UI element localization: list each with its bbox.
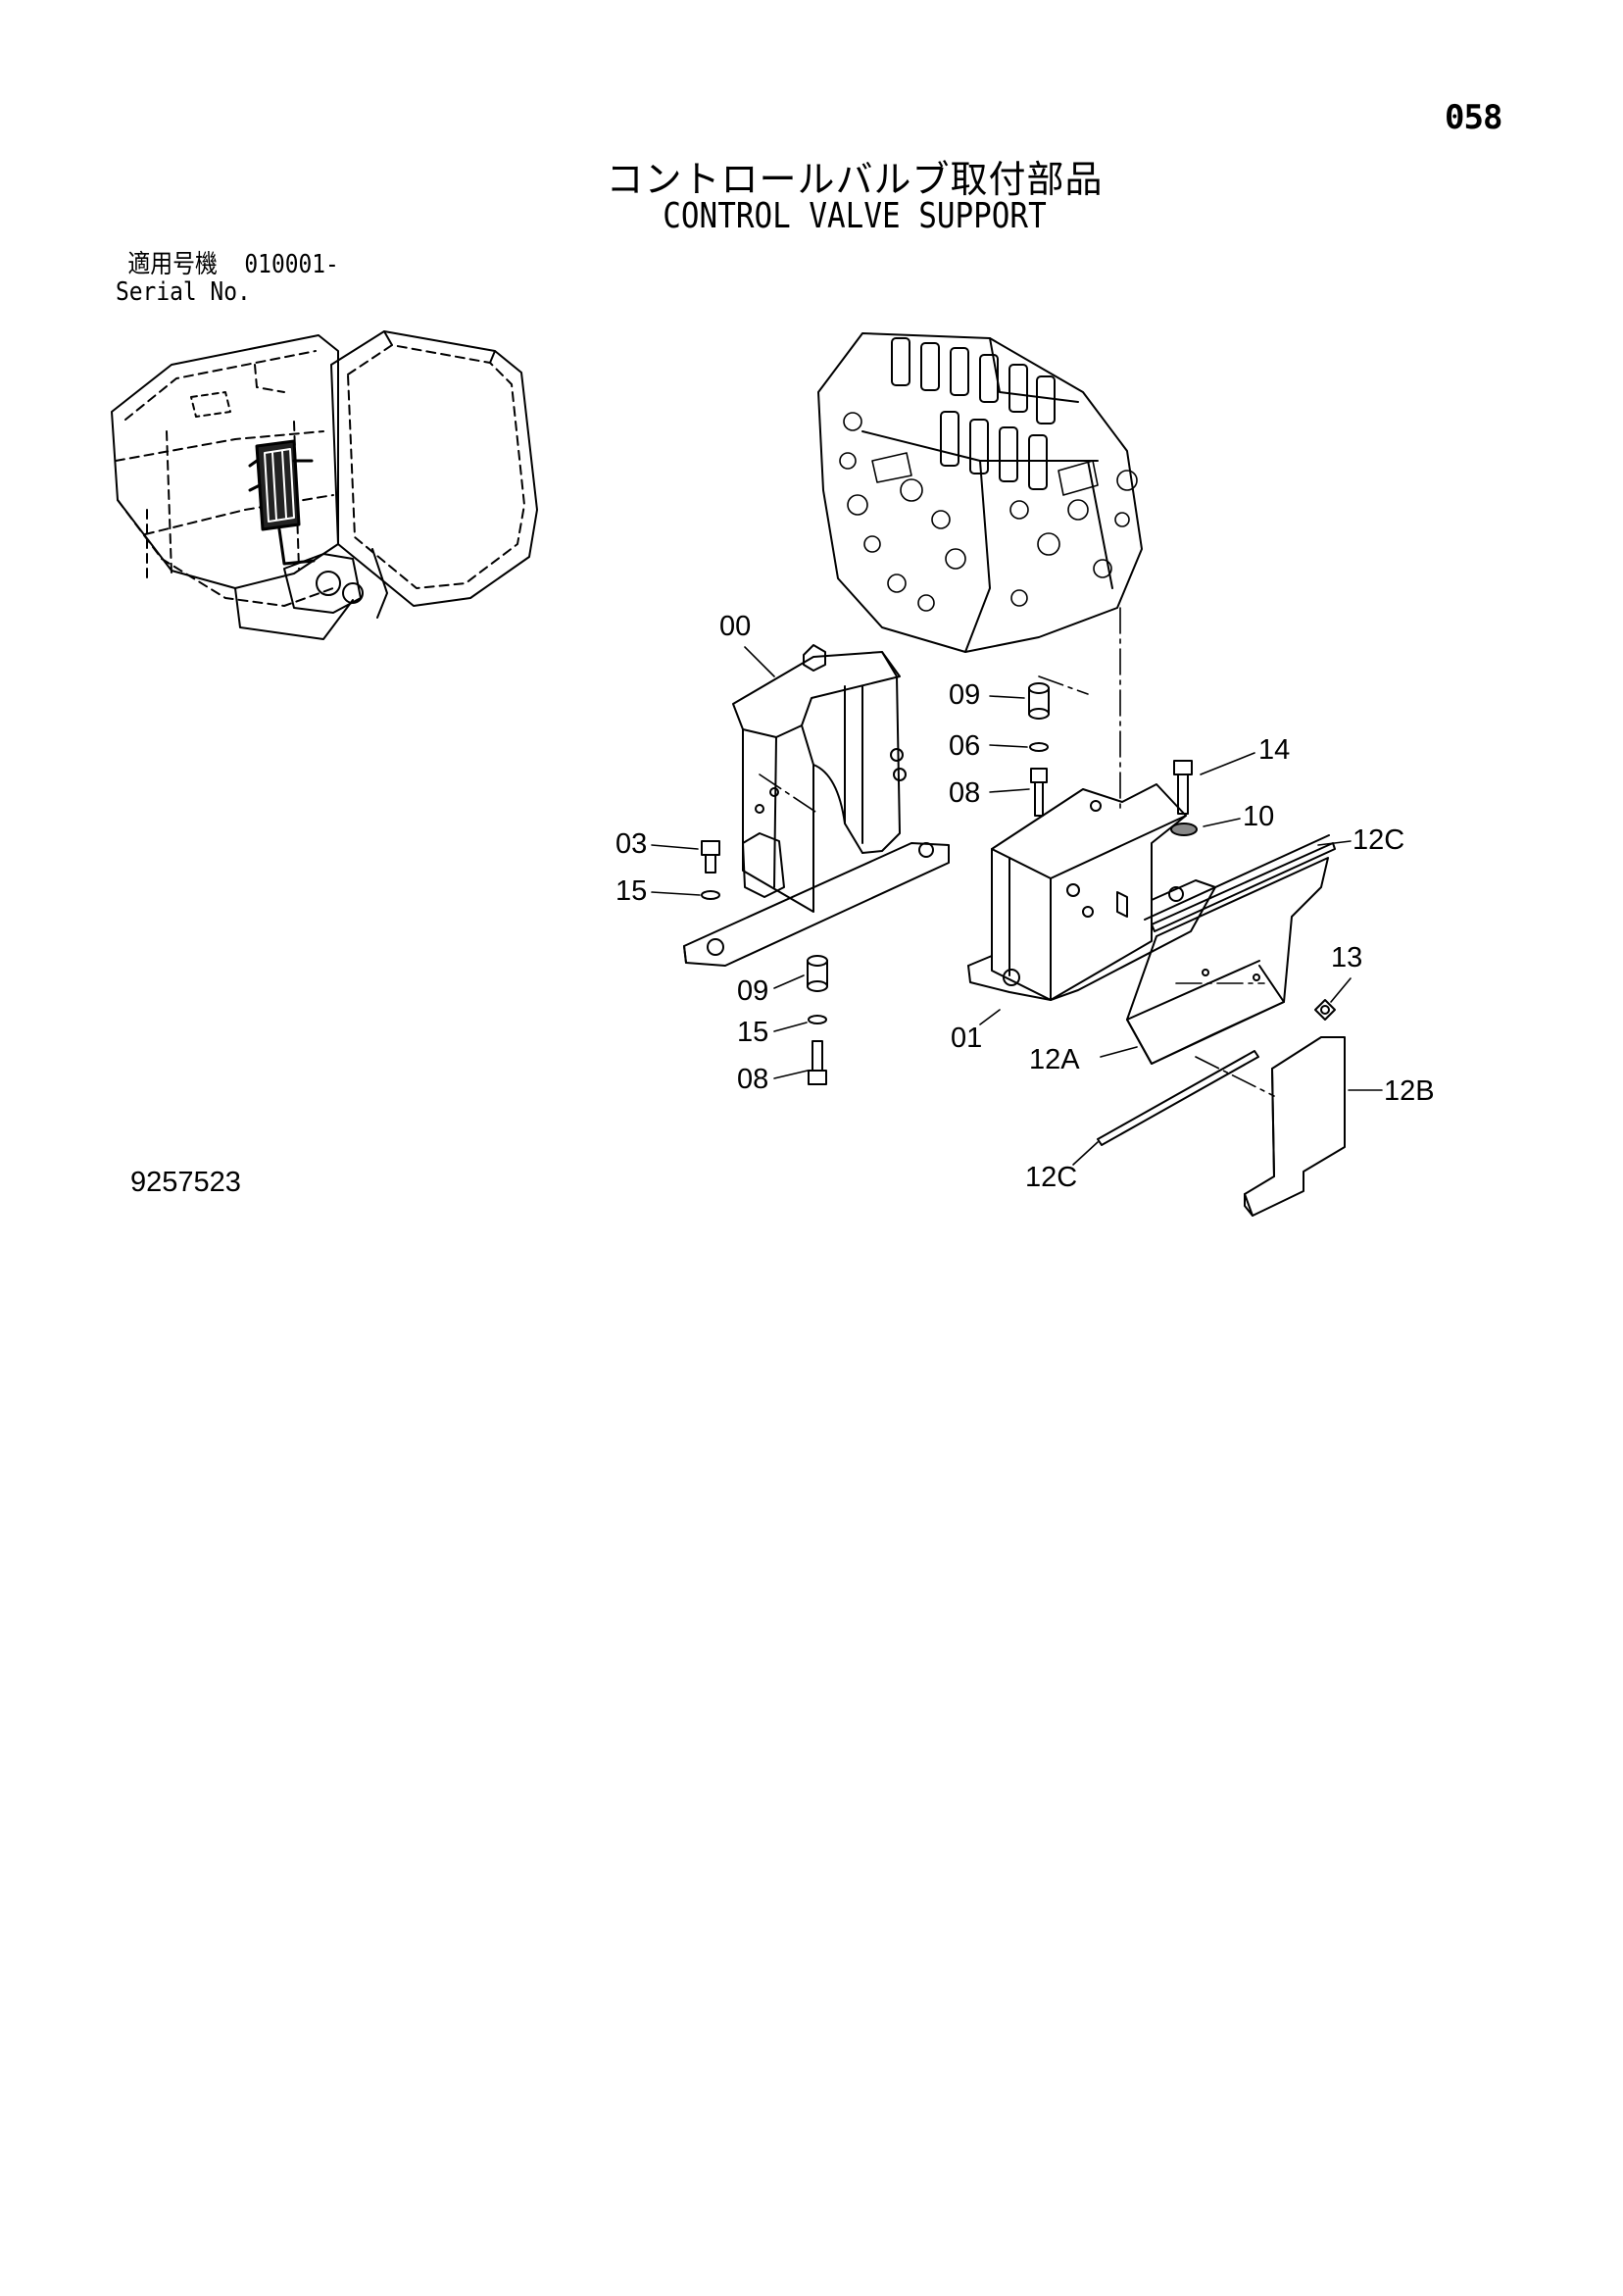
phantom-lines [759, 607, 1275, 1097]
callout-12b: 12B [1384, 1075, 1435, 1107]
serial-value: 010001- [244, 250, 339, 279]
serial-label-japanese: 適用号機 [127, 250, 218, 279]
callout-13: 13 [1331, 942, 1362, 973]
washer-15-bottom [808, 1015, 827, 1024]
page-title-japanese: コントロールバルブ取付部品 [606, 158, 1104, 201]
control-valve-assembly [817, 332, 1143, 653]
bolt-03 [701, 840, 720, 873]
callout-labels: 00 09 06 08 14 10 12C 03 15 13 09 15 01 … [615, 611, 1435, 1193]
serial-label-english: Serial No. [116, 277, 251, 307]
serial-applicable-row: 適用号機 010001- [116, 251, 339, 278]
callout-09-top: 09 [949, 679, 980, 711]
callout-08-top: 08 [949, 777, 980, 809]
guide-strip-12c-bottom [1097, 1050, 1259, 1146]
callout-06: 06 [949, 730, 980, 762]
leader-lines [651, 646, 1383, 1166]
upper-structure-outline [111, 334, 354, 640]
serial-number-block: 適用号機 010001- Serial No. [116, 251, 339, 306]
bracket-01 [967, 783, 1216, 1001]
callout-15-top: 15 [615, 875, 647, 907]
cab-outline [330, 330, 538, 607]
bolt-08-top [1030, 768, 1048, 817]
screw-13 [1314, 999, 1336, 1021]
callout-14: 14 [1258, 734, 1290, 766]
bracket-00 [683, 644, 950, 967]
drawing-number: 9257523 [130, 1167, 241, 1198]
control-valve-highlight [248, 439, 316, 566]
bolt-14 [1173, 760, 1193, 815]
callout-03: 03 [615, 828, 647, 860]
callout-15-bottom: 15 [737, 1017, 768, 1048]
callout-01: 01 [951, 1023, 982, 1054]
page-title-english: CONTROL VALVE SUPPORT [663, 196, 1047, 236]
fasteners [701, 682, 1336, 1085]
spacer-09-bottom [807, 955, 828, 992]
callout-10: 10 [1243, 801, 1274, 832]
plate-12b [1244, 1036, 1346, 1217]
callout-00: 00 [719, 611, 751, 642]
callout-12a: 12A [1029, 1044, 1080, 1075]
guide-strip-12c-top [1144, 834, 1336, 932]
valve-ports [839, 412, 1138, 612]
callout-08-bottom: 08 [737, 1064, 768, 1095]
washer-06 [1029, 742, 1049, 752]
callout-09-bottom: 09 [737, 975, 768, 1007]
callout-12c-bottom: 12C [1025, 1162, 1077, 1193]
bolt-08-bottom [808, 1040, 827, 1085]
callout-12c-top: 12C [1352, 824, 1404, 856]
swing-frame-outline [283, 548, 388, 619]
cover-12a [1126, 857, 1329, 1065]
washer-10 [1170, 823, 1198, 836]
page-number: 058 [1445, 98, 1502, 137]
valve-spools [891, 337, 1056, 490]
washer-15-top [701, 890, 720, 900]
spacer-09-top [1028, 682, 1050, 720]
machine-overview-illustration [111, 330, 538, 640]
